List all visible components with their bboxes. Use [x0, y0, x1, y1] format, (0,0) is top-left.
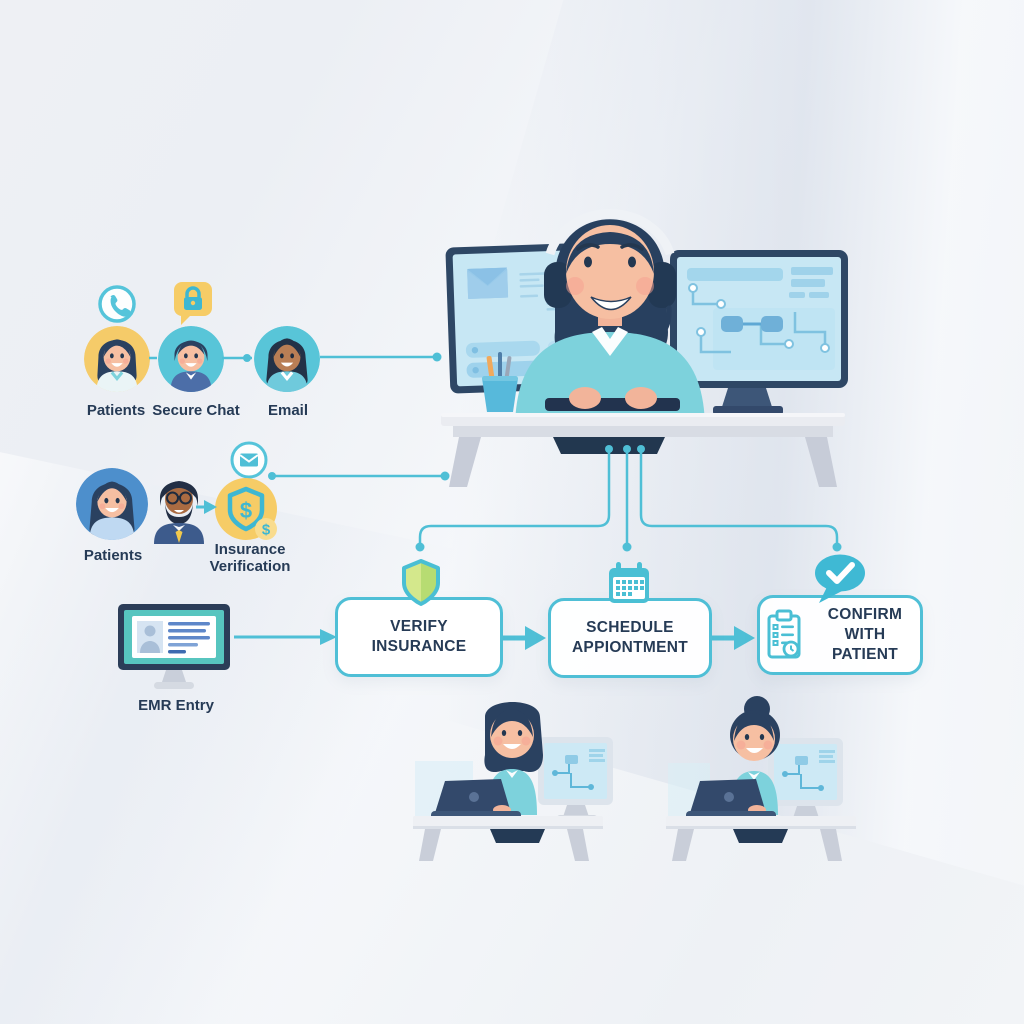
avatar-patient-phone: [84, 326, 150, 392]
shield-icon: [402, 559, 440, 606]
check-speech-bubble-icon: [815, 554, 865, 603]
arrow-step2-to-step3: [712, 626, 755, 650]
insurance-label-line1: Insurance: [214, 541, 286, 558]
referral-label-patients: Patients: [83, 547, 143, 564]
step1-line2: INSURANCE: [371, 638, 467, 655]
flow-step-confirm-with-patient: CONFIRM WITH PATIENT: [757, 595, 923, 675]
step3-line1: CONFIRM: [827, 605, 903, 623]
calendar-icon: [609, 562, 649, 603]
arrow-step1-to-step2: [503, 626, 546, 650]
channel-label-email: Email: [267, 402, 309, 419]
insurance-label-line2: Verification: [209, 558, 291, 576]
clipboard-icon: [767, 609, 801, 659]
step2-line1: SCHEDULE: [586, 618, 674, 636]
emr-label: EMR Entry: [138, 697, 214, 714]
referral-label-insurance: Insurance Verification: [188, 541, 312, 576]
avatar-patient-email: [254, 326, 320, 392]
avatar-patient-chat: [158, 326, 224, 392]
step2-line2: APPIONTMENT: [571, 639, 689, 656]
channel-label-secure-chat: Secure Chat: [152, 402, 240, 419]
channel-label-patients: Patients: [86, 402, 146, 419]
step3-line2: WITH PATIENT: [831, 625, 899, 664]
flow-step-schedule-appointment: SCHEDULE APPIONTMENT: [548, 598, 712, 678]
arrow-patient-to-insurance: [196, 500, 217, 514]
step1-line1: VERIFY: [390, 617, 448, 635]
arrow-emr-to-flow: [234, 629, 337, 645]
lock-chat-icon: [174, 282, 212, 325]
flow-step-verify-insurance: VERIFY INSURANCE: [335, 597, 503, 677]
phone-icon: [98, 285, 136, 323]
